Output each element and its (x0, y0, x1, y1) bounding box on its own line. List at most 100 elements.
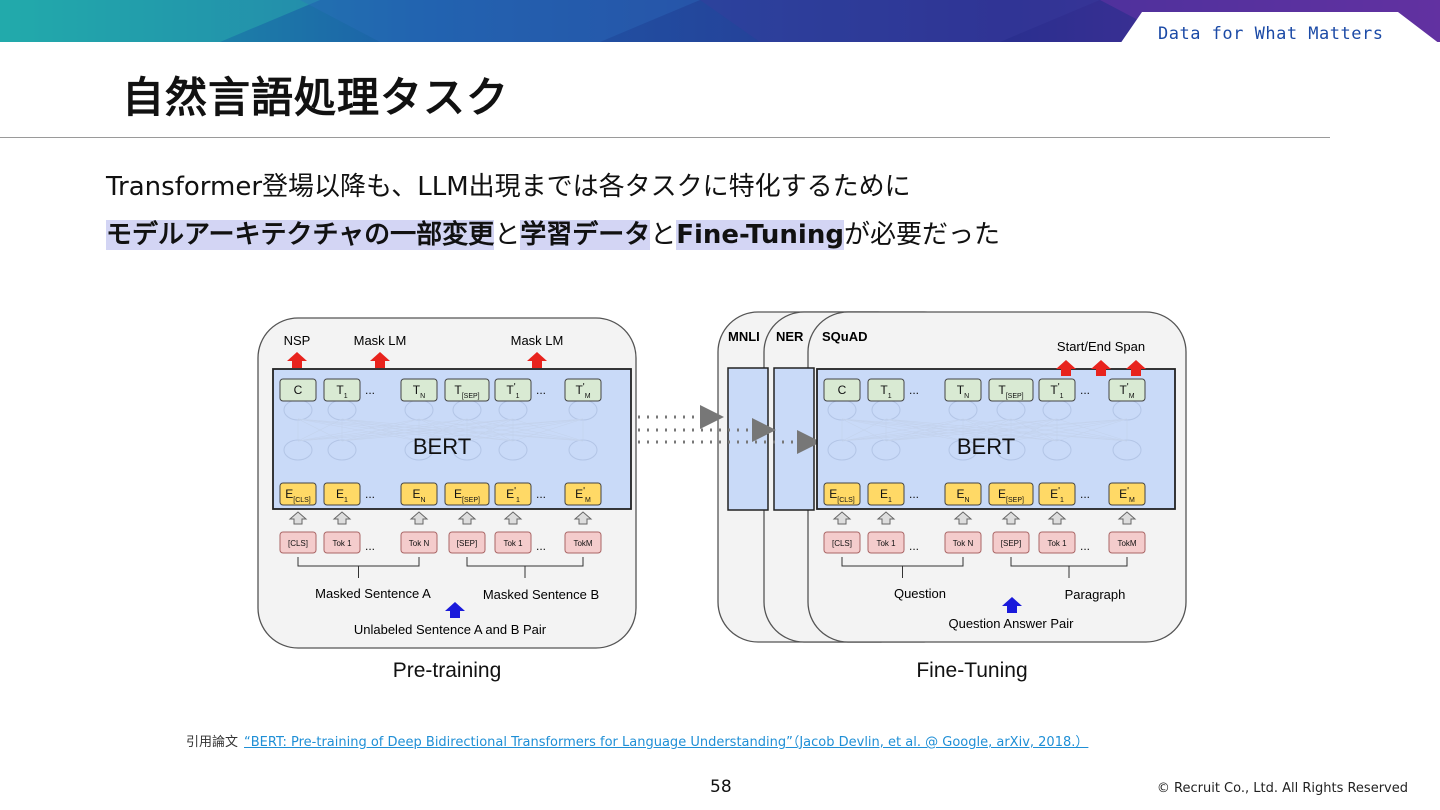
finetune-embed-label: E'1 (1050, 486, 1064, 504)
finetune-span-arrow (1126, 360, 1146, 376)
citation-label: 引用論文 (186, 735, 239, 750)
pretrain-attention-line (466, 418, 584, 442)
finetune-output-ellipsis: ... (1080, 383, 1090, 397)
finetune-output-box (1038, 378, 1076, 402)
copyright: © Recruit Co., Ltd. All Rights Reserved (1156, 781, 1408, 796)
pretrain-attention-line (418, 418, 584, 442)
pretrain-input-pair: Unlabeled Sentence A and B Pair (354, 622, 547, 637)
pretrain-token-box (564, 531, 602, 554)
pretrain-attention-line (418, 418, 514, 442)
finetune-attention-line (1010, 418, 1058, 442)
finetune-output-label: T'1 (1050, 382, 1063, 400)
finetune-output-box (944, 378, 982, 402)
pretrain-attention-line (341, 418, 584, 442)
finetune-token-ellipsis: ... (1080, 539, 1090, 553)
pretrain-input-arrow (573, 511, 593, 525)
finetune-embed-box (988, 482, 1034, 506)
finetune-token-label: Tok 1 (1047, 539, 1067, 548)
finetune-embed-label: E[SEP] (998, 487, 1024, 504)
finetune-token-label: TokM (1117, 539, 1136, 548)
pretraining-caption: Pre-training (393, 659, 502, 682)
finetune-token-label: Tok 1 (876, 539, 896, 548)
pretrain-token-label: Tok N (409, 539, 430, 548)
pretrain-embed-box (494, 482, 532, 506)
finetune-input-arrow (953, 511, 973, 525)
pretrain-head-nsp: NSP (284, 333, 311, 348)
pretrain-token-label: [SEP] (457, 539, 477, 548)
pretrain-nsp-arrow (287, 352, 307, 368)
finetune-output-label: C (838, 383, 847, 397)
transfer-arrows (620, 405, 821, 454)
title-divider (0, 137, 1330, 138)
finetune-output-label: TN (957, 383, 969, 400)
highlight-fine-tuning: Fine-Tuning (676, 220, 844, 250)
pretrain-token-label: Tok 1 (332, 539, 352, 548)
page-number: 58 (710, 777, 732, 797)
pretrain-token-box (400, 531, 438, 554)
pretrain-embed-label: EN (412, 487, 425, 504)
finetune-input-arrow (876, 511, 896, 525)
finetune-embed-box (1038, 482, 1076, 506)
pretrain-input-arrow (288, 511, 308, 525)
pretrain-token-box (448, 531, 486, 554)
pretrain-bert-label: BERT (413, 434, 471, 459)
intro-line-1: Transformer登場以降も、LLM出現までは各タスクに特化するために (106, 172, 911, 202)
pretrain-output-label: T'1 (506, 382, 519, 400)
pretrain-token-label: [CLS] (288, 539, 308, 548)
highlight-architecture: モデルアーキテクチャの一部変更 (106, 220, 495, 250)
pretrain-attention-line (297, 418, 343, 442)
pretrain-token-ellipsis: ... (365, 539, 375, 553)
finetune-token-box (1038, 531, 1076, 554)
finetune-input-arrow (1117, 511, 1137, 525)
pretrain-masklm-arrow (527, 352, 547, 368)
pretrain-output-label: T[SEP] (454, 383, 479, 400)
pretrain-segment-b: Masked Sentence B (483, 587, 599, 602)
finetune-task-ner: NER (776, 329, 804, 344)
pretrain-embed-box (279, 482, 317, 506)
finetune-attention-line (841, 418, 964, 442)
brand-logo-text: Data for What Matters (1158, 24, 1384, 44)
intro-line-2: モデルアーキテクチャの一部変更と学習データとFine-Tuningが必要だった (106, 214, 1000, 251)
finetune-token-ellipsis: ... (909, 539, 919, 553)
pretrain-attention-line (512, 418, 584, 442)
finetune-attention-line (962, 418, 1128, 442)
pretrain-attention-line (297, 418, 420, 442)
finetune-segment-a: Question (894, 586, 946, 601)
pretrain-head-masklm-2: Mask LM (511, 333, 564, 348)
pretrain-segment-bracket (466, 557, 584, 578)
pretrain-attention-line (297, 418, 514, 442)
citation-link[interactable]: “BERT: Pre-training of Deep Bidirectiona… (244, 735, 1089, 750)
pretrain-token-label: TokM (573, 539, 592, 548)
pretrain-output-ellipsis: ... (536, 383, 546, 397)
finetune-output-box (988, 378, 1034, 402)
bert-diagram: Pre-training Fine-Tuning NSP Mask LM Mas… (257, 311, 1187, 682)
finetune-output-box (867, 378, 905, 402)
finetune-embed-box (823, 482, 861, 506)
pretrain-input-pair-arrow (445, 602, 465, 618)
finetune-attention-line (841, 418, 1012, 442)
pretrain-output-label: T'M (575, 382, 590, 400)
pretrain-embed-box (564, 482, 602, 506)
finetune-task-mnli: MNLI (728, 329, 760, 344)
finetune-embed-box (1108, 482, 1146, 506)
pretrain-output-box (400, 378, 438, 402)
finetune-segment-b: Paragraph (1065, 587, 1126, 602)
pretrain-output-box (323, 378, 361, 402)
pretrain-output-label: T1 (336, 383, 347, 400)
pretrain-embed-label: E'1 (506, 486, 520, 504)
pretrain-token-box (323, 531, 361, 554)
finetune-token-label: [SEP] (1001, 539, 1021, 548)
highlight-training-data: 学習データ (520, 220, 651, 250)
pretrain-embed-label: E'M (575, 486, 591, 504)
finetune-attention-line (1010, 418, 1128, 442)
finetune-token-box (944, 531, 982, 554)
finetune-embed-label: E'M (1119, 486, 1135, 504)
pretrain-head-masklm-1: Mask LM (354, 333, 407, 348)
pretrain-embed-box (400, 482, 438, 506)
citation: 引用論文 “BERT: Pre-training of Deep Bidirect… (186, 731, 1088, 750)
finetune-embed-label: E[CLS] (829, 487, 855, 504)
finetune-attention-line (885, 418, 1128, 442)
finetune-attention-line (1056, 418, 1128, 442)
finetune-span-label: Start/End Span (1057, 339, 1145, 354)
pretrain-input-arrow (332, 511, 352, 525)
